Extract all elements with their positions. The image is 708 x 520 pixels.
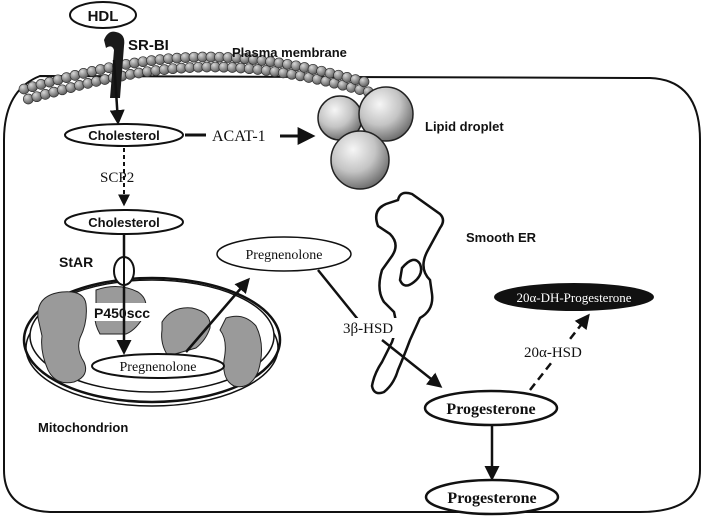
pregnenolone-cyto-node [216,236,352,272]
hsd3b-label: 3β-HSD [343,321,393,337]
plasma-membrane-beads [18,51,374,105]
lipid-droplet-2 [358,86,414,142]
p450scc-label: P450scc [94,305,150,321]
hsd20a-label-bg [522,342,586,362]
star-label: StAR [59,254,93,270]
arrow-hdl-to-cholesterol [109,59,125,125]
cholesterol-node-2 [64,209,184,235]
cell-outline [3,74,701,513]
pregnenolone-cyto-label: Pregnenolone [246,248,323,263]
arrow-20a-hsd [529,313,590,391]
acat1-label: ACAT-1 [212,128,266,145]
mitochondrion-label: Mitochondrion [38,420,128,435]
cholesterol-label-2: Cholesterol [88,215,160,230]
progesterone-out-label: Progesterone [447,490,536,507]
hdl-node [69,1,137,29]
smooth-er-label: Smooth ER [466,230,537,245]
cholesterol-label-1: Cholesterol [88,128,160,143]
smooth-er [370,191,445,395]
dh-progesterone-node [494,283,654,311]
crista-4 [219,315,262,388]
mitochondrion [22,276,282,407]
arrow-pregnenolone-to-progesterone-a [317,269,361,323]
progesterone-out-node [424,478,560,516]
scp2-label: SCP2 [100,170,134,186]
progesterone-in-label: Progesterone [446,401,535,418]
lipid-droplet-3 [330,130,390,190]
hdl-label: HDL [88,8,119,25]
cholesterol-node-1 [64,123,184,147]
hsd20a-label: 20α-HSD [524,345,582,361]
arrow-pregnenolone-to-progesterone-b [381,339,443,388]
dh-progesterone-label: 20α-DH-Progesterone [516,290,631,305]
crista-3 [161,307,211,357]
lipid-droplet-label: Lipid droplet [425,119,504,134]
sr-bi-label: SR-BI [128,37,169,54]
crista-1 [37,291,87,384]
plasma-membrane-label: Plasma membrane [232,45,347,60]
membrane-bead [358,76,370,88]
hsd3b-label-bg [340,318,400,338]
pregnenolone-mito-label: Pregnenolone [120,360,197,375]
progesterone-in-node [423,389,559,427]
arrow-pregnenolone-export [185,277,250,353]
pregnenolone-mito-node [91,353,225,379]
